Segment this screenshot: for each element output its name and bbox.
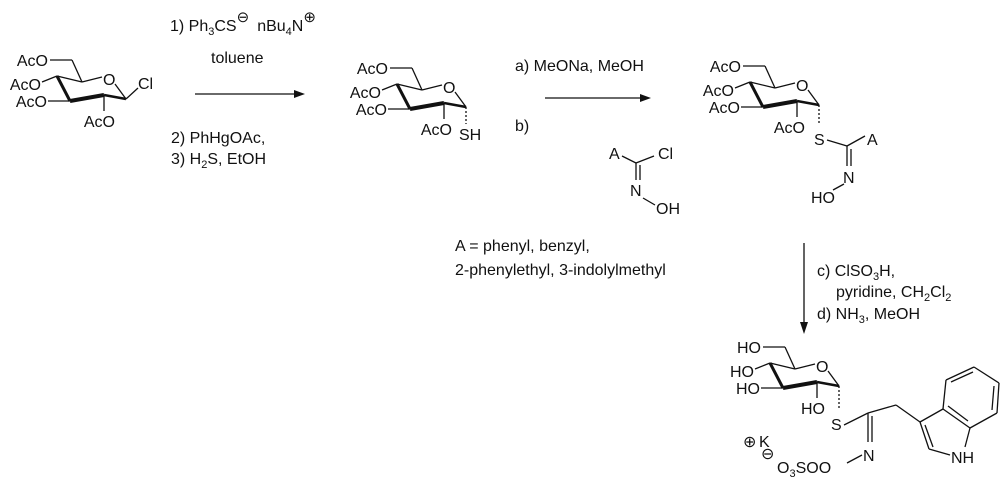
label-ring-oxygen: O [816,359,828,376]
molecule-thioglucose: AcO AcO AcO AcO O SH [350,61,481,144]
molecule-thiohydroximate: AcO AcO AcO AcO O S A N HO [703,59,878,207]
label-c4-substituent: AcO [703,83,734,100]
label-c3-substituent: AcO [709,100,740,117]
step2-reagent-b: b) [515,118,529,135]
substituent-definition-line2: 2-phenylethyl, 3-indolylmethyl [455,262,666,279]
molecule-glucobrassicin: HO HO HO HO O S N O3SOO ⊖ ⊕ K NH [730,340,1000,480]
label-c4-substituent: AcO [350,85,381,102]
arrowhead-icon [640,94,651,102]
label-potassium: K [759,434,770,451]
label-c3-substituent: AcO [16,94,47,111]
label-thiol: SH [459,127,481,144]
label-OH: OH [656,201,680,218]
label-ring-oxygen: O [796,78,808,95]
label-c4-substituent: HO [730,364,754,381]
label-sulfate: O3SOO [777,460,831,480]
step2-conditions: a) MeONa, MeOH b) A Cl N OH A = phenyl, … [455,58,680,279]
step3-reagent-c: c) ClSO3H, [817,263,895,283]
label-c2-substituent: AcO [774,120,805,137]
label-c6-substituent: HO [737,340,761,357]
label-c6-substituent: AcO [17,53,48,70]
cation-charge: ⊕ [743,434,756,451]
label-c6-substituent: AcO [710,59,741,76]
label-c2-substituent: HO [801,401,825,418]
step1-reagent-line3: 3) H2S, EtOH [171,151,266,171]
label-ring-oxygen: O [443,80,455,97]
substituent-definition-line1: A = phenyl, benzyl, [455,238,590,255]
step3-conditions: c) ClSO3H, pyridine, CH2Cl2 d) NH3, MeOH [800,243,951,334]
arrowhead-icon [800,322,808,334]
label-c4-substituent: AcO [10,77,41,94]
label-A: A [609,146,620,163]
hydroximoyl-chloride-reagent: A Cl N OH [609,146,680,218]
label-c3-substituent: HO [736,381,760,398]
label-sulfur: S [814,132,825,149]
label-Cl: Cl [658,146,673,163]
label-chloride: Cl [138,76,153,93]
label-A: A [867,132,878,149]
label-N: N [843,170,855,187]
step3-reagent-d: d) NH3, MeOH [817,306,920,326]
anion-charge: ⊖ [761,446,774,463]
label-NH: NH [951,450,974,467]
molecule-glucosyl-chloride: AcO AcO AcO AcO O Cl [10,53,153,131]
label-ring-oxygen: O [103,72,115,89]
label-sulfur: S [831,417,842,434]
step1-conditions: 1) Ph3CS⊖nBu4N⊕ toluene 2) PhHgOAc, 3) H… [170,9,316,171]
step3-reagent-c2: pyridine, CH2Cl2 [836,284,951,304]
label-c2-substituent: AcO [84,114,115,131]
label-c2-substituent: AcO [421,122,452,139]
label-HO: HO [811,190,835,207]
arrowhead-icon [294,90,305,98]
step1-reagent-line1: 1) Ph3CS⊖nBu4N⊕ [170,9,316,38]
step1-reagent-line2: 2) PhHgOAc, [171,130,265,147]
label-c3-substituent: AcO [356,102,387,119]
label-N: N [630,183,642,200]
step1-solvent: toluene [211,50,264,67]
label-c6-substituent: AcO [357,61,388,78]
label-N: N [863,448,875,465]
step2-reagent-a: a) MeONa, MeOH [515,58,644,75]
